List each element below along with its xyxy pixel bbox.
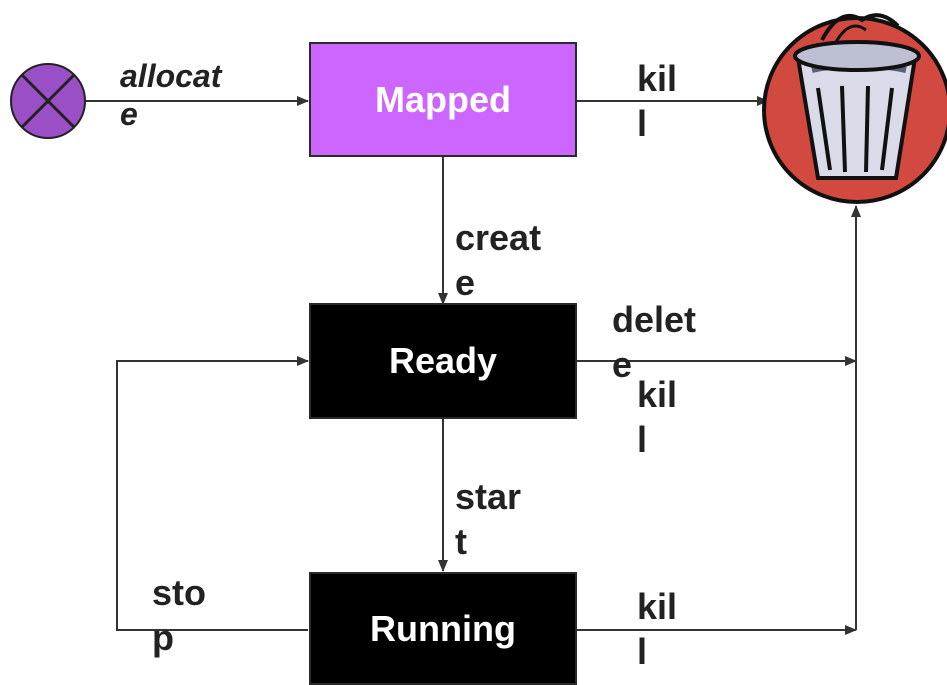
label-kill-mapped: kil l xyxy=(637,58,678,144)
label-allocate: allocat e xyxy=(120,58,222,132)
label-delete: delet e xyxy=(612,299,697,385)
label-kill-ready: kil l xyxy=(637,374,678,460)
state-running: Running xyxy=(309,572,577,685)
start-node-icon xyxy=(10,63,86,139)
state-ready: Ready xyxy=(309,303,577,419)
label-kill-running: kil l xyxy=(637,586,678,672)
state-mapped: Mapped xyxy=(309,42,577,157)
label-start: star t xyxy=(455,476,522,562)
trash-can-icon xyxy=(762,13,947,204)
arrow-stop xyxy=(116,356,309,631)
label-create: creat e xyxy=(455,217,542,303)
label-stop: sto p xyxy=(152,572,206,658)
